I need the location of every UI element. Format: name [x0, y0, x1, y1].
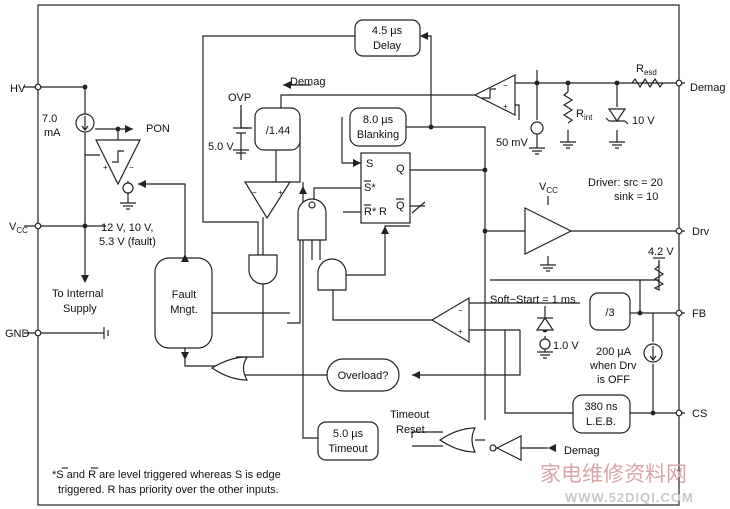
ovp-and-gate [248, 254, 278, 285]
delay-label-2: Delay [373, 40, 402, 52]
fb-4v2-label: 4.2 V [648, 246, 674, 258]
demag-input-label: Demag [564, 445, 599, 457]
ff-sstar-label: S* [364, 182, 376, 194]
demag-50mv-label: 50 mV [496, 137, 528, 149]
r-int-label: Rint [576, 108, 593, 122]
svg-text:−: − [252, 188, 257, 197]
internal-supply-label-2: Supply [63, 303, 97, 315]
demag-comparator [473, 74, 516, 116]
ff-qbar-label: Q [396, 200, 405, 212]
pin-fb-label: FB [692, 308, 706, 320]
pin-drv-label: Drv [692, 226, 710, 238]
svg-text:−: − [503, 81, 508, 90]
timeout-label-2: Timeout [328, 443, 367, 455]
watermark-url: WWW.52DIQI.COM [565, 490, 694, 505]
driver-vcc-label: VCC [539, 181, 558, 195]
driver-label-1: Driver: src = 20 [588, 177, 663, 189]
zener-10v [607, 108, 627, 123]
ff-r-label: R [379, 206, 387, 218]
chip-boundary [37, 4, 680, 506]
arrowheads [81, 32, 556, 452]
watermark-chinese: 家电维修资料网 [540, 462, 687, 486]
current-7ma-label-1: 7.0 [42, 113, 57, 125]
svg-text:−: − [458, 306, 463, 315]
delay-block [354, 19, 421, 57]
divider-144-block [254, 107, 301, 151]
fb-200ua-label-3: is OFF [597, 374, 630, 386]
timeout-reset-label-2: Reset [396, 424, 425, 436]
fault-label-1: Fault [172, 289, 196, 301]
fb-pullup-resistor [653, 260, 665, 291]
current-7ma-label-2: mA [44, 127, 61, 139]
r-int-resistor [562, 91, 574, 124]
ff-s-label: S [366, 158, 373, 170]
rs-flip-flop [360, 152, 411, 224]
softstart-ref-source [539, 338, 551, 350]
overload-label: Overload? [338, 370, 389, 382]
demag-inverter [495, 435, 522, 461]
pin-vcc-label: VCC [9, 221, 28, 235]
timeout-label-1: 5.0 µs [333, 428, 364, 440]
pin-gnd-label: GND [5, 328, 30, 340]
footnote-line-1: *S and R are level triggered whereas S i… [52, 469, 281, 481]
soft-start-label: Soft−Start = 1 ms [490, 294, 576, 306]
delay-label-1: 4.5 µs [372, 25, 403, 37]
ovp-label: OVP [228, 92, 251, 104]
leb-label-1: 380 ns [584, 401, 618, 413]
timeout-block [317, 421, 379, 461]
leb-label-2: L.E.B. [586, 416, 616, 428]
ovp-5v-label: 5.0 V [208, 141, 234, 153]
blanking-block [349, 107, 407, 147]
demag-ref-source [530, 121, 544, 135]
svg-text:+: + [278, 188, 283, 197]
driver-label-2: sink = 10 [614, 191, 658, 203]
fault-management-block [154, 257, 213, 349]
demag-internal-label: Demag [290, 76, 325, 88]
divider-3-label: /3 [605, 307, 614, 319]
ff-rstar-label: R* [364, 206, 377, 218]
pon-label: PON [146, 123, 170, 135]
fault-or-gate [210, 356, 249, 381]
pin-cs-label: CS [692, 408, 707, 420]
pin-terminals [34, 79, 683, 417]
blanking-label-1: 8.0 µs [363, 114, 394, 126]
uvlo-label-1: 12 V, 10 V, [101, 222, 153, 234]
internal-supply-label-1: To Internal [52, 288, 103, 300]
divider-3-block [589, 292, 631, 331]
driver-buffer [524, 207, 573, 255]
pin-hv-label: HV [10, 83, 26, 95]
footnote-line-2: triggered. R has priority over the other… [58, 484, 279, 496]
zener-softstart [535, 316, 555, 331]
ovp-ref-battery [233, 105, 249, 150]
svg-text:+: + [103, 163, 108, 172]
timeout-reset-label-1: Timeout [390, 409, 429, 421]
r-esd-resistor [631, 77, 664, 89]
overload-block [326, 358, 400, 392]
and-gate-2 [317, 258, 347, 291]
blanking-label-2: Blanking [357, 129, 399, 141]
fb-comparator [430, 296, 470, 344]
svg-text:−: − [129, 163, 134, 172]
divider-144-label: /1.44 [266, 125, 290, 137]
ovp-comparator [243, 181, 292, 220]
fb-200ua-label-1: 200 µA [596, 346, 632, 358]
fault-label-2: Mngt. [170, 304, 198, 316]
pin-demag-label: Demag [690, 82, 725, 94]
ff-q-label: Q [396, 163, 405, 175]
ground-symbols [103, 141, 625, 359]
leb-block [572, 394, 631, 434]
uvlo-ref-source [122, 182, 134, 194]
svg-text:+: + [458, 327, 463, 336]
timeout-or-gate [438, 427, 477, 453]
r-esd-label: Resd [636, 63, 657, 77]
uvlo-label-2: 5.3 V (fault) [99, 236, 156, 248]
softstart-1v-label: 1.0 V [553, 340, 579, 352]
zener-10v-label: 10 V [632, 115, 655, 127]
nand-gate [297, 198, 327, 241]
svg-text:+: + [503, 102, 508, 111]
fb-200ua-label-2: when Drv [589, 360, 637, 372]
